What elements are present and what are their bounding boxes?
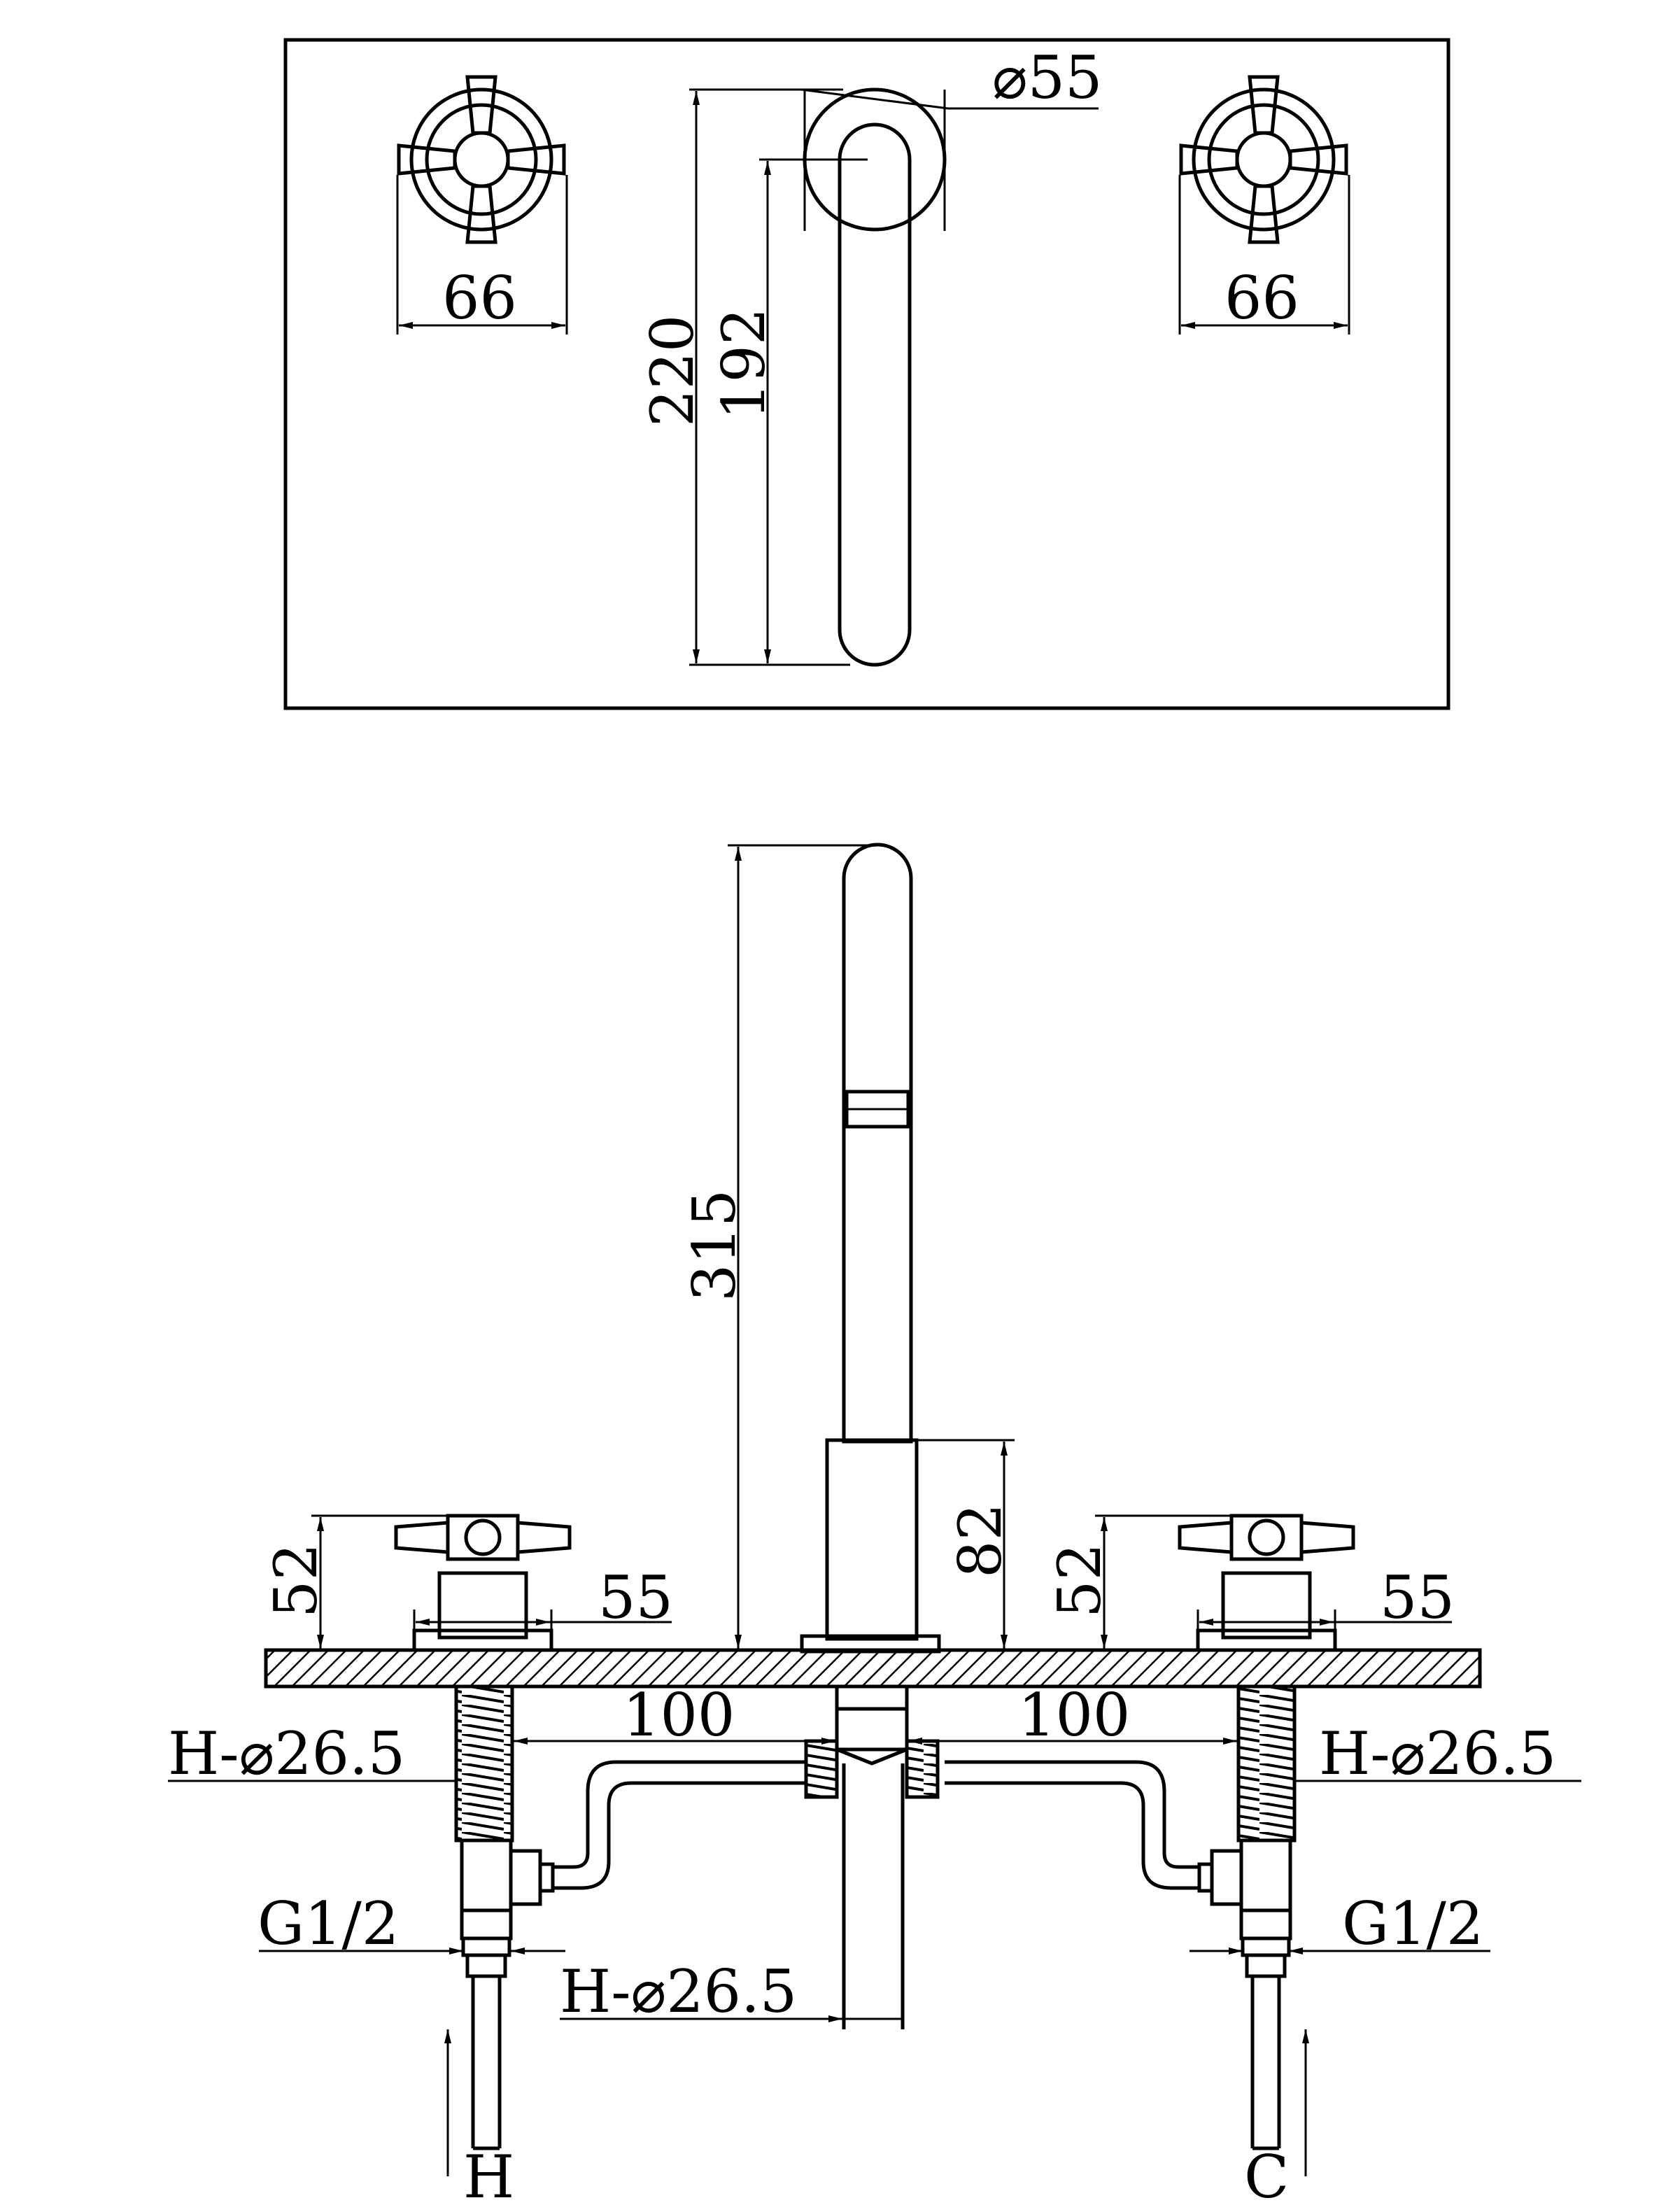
countertop: [264, 1648, 1482, 1689]
spout-diameter-label: ⌀55: [992, 43, 1102, 112]
top-view: ⌀55 66 66 220 192: [283, 38, 1450, 710]
center-hole-diameter-label: H-⌀26.5: [560, 1957, 797, 2026]
body-height-label: 82: [946, 1503, 1015, 1578]
left-handle-width-label: 66: [442, 264, 517, 332]
overall-depth-label: 220: [638, 315, 707, 427]
top-dimensions: [396, 88, 1350, 666]
left-handle-height-label: 52: [262, 1543, 330, 1618]
left-flange-diameter-label: 55: [598, 1563, 673, 1632]
front-view: 315 82 52 52 55 55 100 100 H-⌀26.5 H-⌀26…: [168, 843, 1581, 2205]
left-spacing-label: 100: [623, 1681, 735, 1749]
right-valve-body: [1197, 1684, 1297, 2150]
connecting-hoses: [553, 1760, 1199, 1890]
right-handle-width-label: 66: [1224, 264, 1299, 332]
right-handle-top-view: [1179, 75, 1348, 244]
left-thread-label: G1/2: [257, 1889, 399, 1958]
right-handle-height-label: 52: [1045, 1543, 1114, 1618]
right-hole-diameter-label: H-⌀26.5: [1319, 1719, 1556, 1788]
left-valve-body: [454, 1684, 555, 2150]
front-dimensions: [168, 844, 1581, 2022]
right-handle-front-view: [1178, 1514, 1355, 1652]
right-thread-label: G1/2: [1342, 1889, 1483, 1958]
left-hole-diameter-label: H-⌀26.5: [168, 1719, 405, 1788]
spout-front-view: [800, 843, 941, 1654]
center-tee: [804, 1684, 940, 2029]
spout-top-view: [803, 87, 947, 667]
cold-inlet-label: C: [1244, 2143, 1289, 2205]
left-handle-top-view: [397, 75, 566, 244]
right-spacing-label: 100: [1018, 1681, 1130, 1749]
spout-reach-label: 192: [710, 308, 778, 420]
right-flange-diameter-label: 55: [1380, 1563, 1455, 1632]
spout-height-label: 315: [680, 1190, 749, 1302]
top-view-frame: [283, 38, 1450, 710]
left-handle-front-view: [394, 1514, 572, 1652]
hot-inlet-label: H: [463, 2143, 514, 2205]
